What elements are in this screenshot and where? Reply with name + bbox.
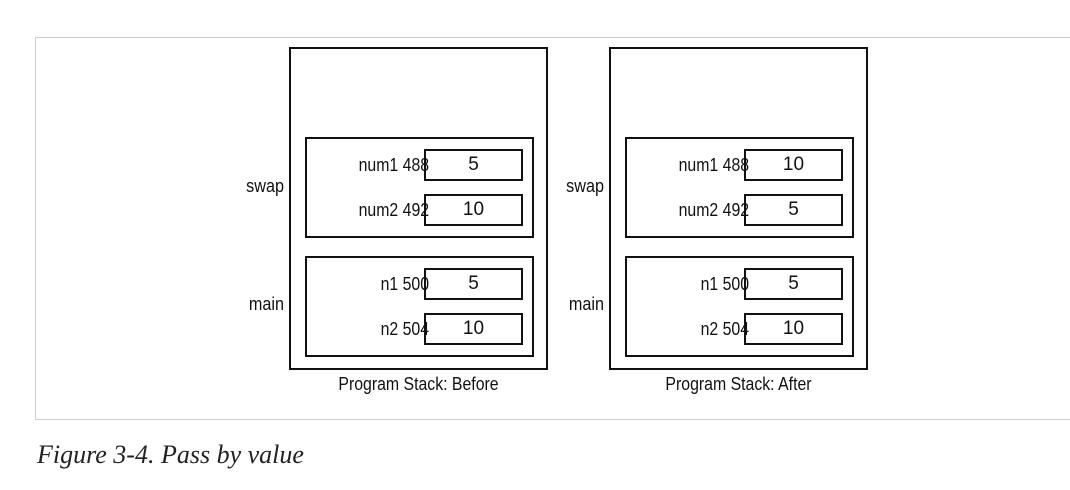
program-stack-after: num1 488 10 num2 492 5 n1 500 5 n2 504 1… xyxy=(609,47,868,370)
main-frame-before: n1 500 5 n2 504 10 xyxy=(305,256,534,357)
variable-name: num1 488 xyxy=(678,155,749,175)
variable-row: n2 504 10 xyxy=(307,313,532,345)
variable-name: num1 488 xyxy=(358,155,429,175)
variable-value-box: 10 xyxy=(424,313,523,345)
stack-caption-after: Program Stack: After xyxy=(665,374,812,394)
swap-frame-label-after: swap xyxy=(566,176,604,196)
variable-name: n1 500 xyxy=(700,274,749,294)
variable-row: num2 492 10 xyxy=(307,194,532,226)
variable-value-box: 5 xyxy=(744,194,843,226)
variable-row: num1 488 5 xyxy=(307,149,532,181)
variable-value-box: 5 xyxy=(424,268,523,300)
main-frame-label-before: main xyxy=(248,294,284,314)
variable-row: n1 500 5 xyxy=(627,268,852,300)
variable-row: num1 488 10 xyxy=(627,149,852,181)
variable-value-box: 5 xyxy=(744,268,843,300)
variable-value-box: 10 xyxy=(744,313,843,345)
variable-name: n2 504 xyxy=(700,319,749,339)
main-frame-after: n1 500 5 n2 504 10 xyxy=(625,256,854,357)
variable-name: num2 492 xyxy=(678,200,749,220)
figure-caption: Figure 3-4. Pass by value xyxy=(37,440,304,469)
figure-frame xyxy=(35,37,1070,420)
variable-row: num2 492 5 xyxy=(627,194,852,226)
swap-frame-label-before: swap xyxy=(246,176,284,196)
variable-name: n2 504 xyxy=(380,319,429,339)
variable-name: num2 492 xyxy=(358,200,429,220)
variable-row: n2 504 10 xyxy=(627,313,852,345)
main-frame-label-after: main xyxy=(568,294,604,314)
swap-frame-after: num1 488 10 num2 492 5 xyxy=(625,137,854,238)
stack-caption-before: Program Stack: Before xyxy=(338,374,499,394)
variable-name: n1 500 xyxy=(380,274,429,294)
program-stack-before: num1 488 5 num2 492 10 n1 500 5 n2 504 1… xyxy=(289,47,548,370)
swap-frame-before: num1 488 5 num2 492 10 xyxy=(305,137,534,238)
variable-value-box: 5 xyxy=(424,149,523,181)
variable-value-box: 10 xyxy=(424,194,523,226)
variable-value-box: 10 xyxy=(744,149,843,181)
variable-row: n1 500 5 xyxy=(307,268,532,300)
